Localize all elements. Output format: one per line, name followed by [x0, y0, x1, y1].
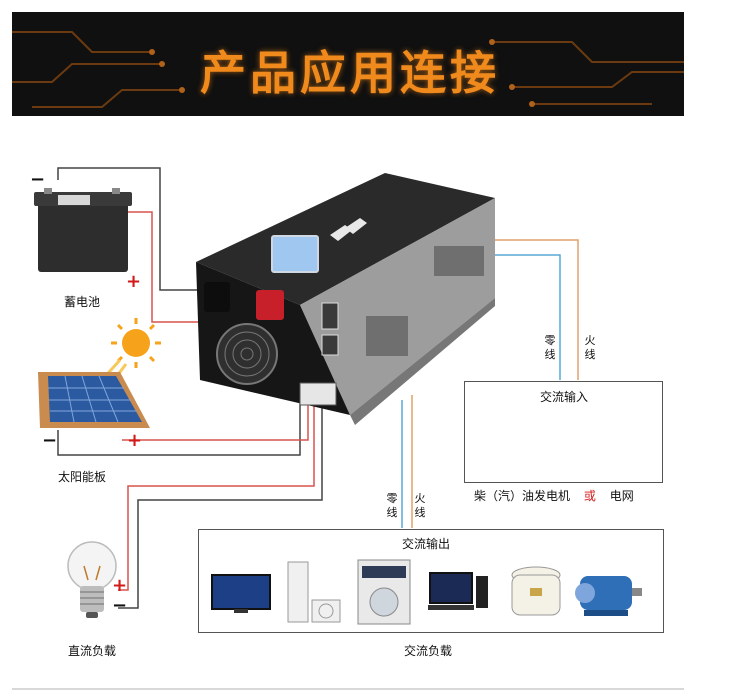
ac-output-live-line-label: 火线: [414, 492, 426, 519]
black-terminal: [204, 282, 230, 312]
light-bulb-icon: [67, 541, 117, 618]
ac-input-caption: 柴（汽）油发电机 或 电网: [474, 487, 634, 504]
wire-dc-load-negative: [118, 405, 323, 609]
battery-positive-sign: +: [126, 271, 142, 292]
inverter-device: [196, 173, 495, 425]
wire-ac-input-zero: [490, 254, 561, 380]
circuit-decoration: [12, 31, 684, 108]
wire-ac-input-live: [490, 239, 579, 380]
or-caption: 或: [583, 489, 596, 503]
ac-output-title: 交流输出: [402, 537, 451, 551]
ac-input-box: [464, 381, 663, 483]
header-banner: 产品应用连接: [12, 12, 684, 116]
air-conditioner-icon: [287, 561, 341, 623]
ac-output-box: [198, 529, 664, 633]
solar-negative-sign: −: [42, 430, 58, 451]
tv-icon: [211, 574, 271, 613]
red-terminal: [256, 290, 284, 320]
dc-load-label: 直流负载: [68, 644, 117, 658]
washing-machine-icon: [357, 559, 411, 625]
ac-load-label: 交流负载: [404, 644, 453, 658]
lcd-screen: [271, 235, 319, 273]
wire-battery-negative: [57, 167, 205, 291]
wire-dc-load-positive: [118, 405, 315, 591]
ac-input-zero-line-label: 零线: [544, 334, 556, 361]
battery-icon: [34, 188, 132, 272]
dc-terminal-block: [299, 382, 337, 406]
wire-solar-negative: [57, 388, 301, 456]
battery-label: 蓄电池: [64, 295, 101, 309]
computer-icon: [428, 572, 488, 610]
dc-load-negative-sign: −: [112, 595, 128, 616]
generator-caption: 柴（汽）油发电机: [474, 489, 571, 503]
dc-load-positive-sign: +: [112, 575, 128, 596]
solar-panel-icon: [38, 372, 150, 428]
ac-input-title: 交流输入: [540, 390, 589, 404]
rice-cooker-icon: [511, 566, 561, 616]
ac-output-zero-line-label: 零线: [386, 492, 398, 519]
grid-caption: 电网: [609, 489, 634, 503]
cooling-fan: [216, 323, 278, 385]
electric-motor-icon: [575, 576, 642, 616]
solar-positive-sign: +: [127, 430, 143, 451]
banner-title: 产品应用连接: [200, 46, 500, 100]
ac-input-live-line-label: 火线: [584, 334, 596, 361]
battery-negative-sign: −: [30, 169, 46, 190]
bottom-divider: [12, 688, 684, 690]
solar-panel-label: 太阳能板: [58, 470, 107, 484]
